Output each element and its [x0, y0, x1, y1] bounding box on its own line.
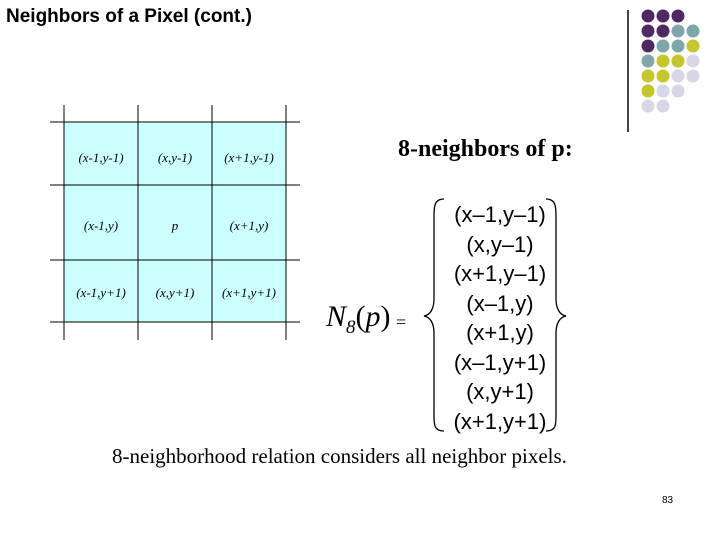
- decorative-dots: [640, 8, 720, 138]
- caption: 8-neighborhood relation considers all ne…: [112, 444, 567, 469]
- decorative-vertical-line: [627, 10, 629, 132]
- decor-dot: [657, 40, 670, 53]
- n8-symbol: N8(p): [326, 300, 391, 339]
- grid-cell: (x-1,y): [64, 216, 138, 236]
- grid-cell: (x+1,y): [212, 216, 286, 236]
- n8-letter: N: [326, 300, 346, 333]
- grid-cell: (x-1,y+1): [64, 283, 138, 303]
- n8-subscript: 8: [346, 317, 356, 338]
- set-item: (x+1,y): [440, 318, 560, 348]
- neighbors-heading: 8-neighbors of p:: [398, 136, 573, 163]
- neighbor-set: (x–1,y–1) (x,y–1) (x+1,y–1) (x–1,y) (x+1…: [440, 200, 560, 436]
- grid-cell-center: p: [138, 216, 212, 236]
- decor-dot: [657, 10, 670, 23]
- open-paren: (: [356, 300, 366, 333]
- decor-dot: [642, 100, 655, 113]
- decor-dot: [672, 10, 685, 23]
- decor-dot: [687, 25, 700, 38]
- decor-dot: [642, 70, 655, 83]
- decor-dot: [642, 40, 655, 53]
- grid-cell: (x+1,y+1): [212, 283, 286, 303]
- set-item: (x,y+1): [440, 377, 560, 407]
- grid-cell: (x,y+1): [138, 283, 212, 303]
- decor-dot: [672, 40, 685, 53]
- grid-cell: (x,y-1): [138, 148, 212, 168]
- decor-dot: [687, 40, 700, 53]
- decor-dot: [642, 55, 655, 68]
- decor-dot: [687, 70, 700, 83]
- set-item: (x,y–1): [440, 230, 560, 260]
- decor-dot: [657, 55, 670, 68]
- decor-dot: [687, 55, 700, 68]
- page-number: 83: [662, 495, 673, 506]
- decor-dot: [657, 85, 670, 98]
- decor-dot: [657, 70, 670, 83]
- slide-title: Neighbors of a Pixel (cont.): [6, 6, 252, 28]
- decor-dot: [672, 25, 685, 38]
- set-item: (x–1,y+1): [440, 348, 560, 378]
- set-item: (x–1,y–1): [440, 200, 560, 230]
- decor-dot: [672, 55, 685, 68]
- decor-dot: [642, 10, 655, 23]
- set-item: (x+1,y+1): [440, 407, 560, 437]
- decor-dot: [642, 85, 655, 98]
- set-item: (x+1,y–1): [440, 259, 560, 289]
- decor-dot: [642, 25, 655, 38]
- pixel-neighborhood-grid: (x-1,y-1) (x,y-1) (x+1,y-1) (x-1,y) p (x…: [40, 100, 300, 340]
- decor-dot: [657, 25, 670, 38]
- equals-sign: =: [396, 312, 406, 333]
- grid-cell: (x+1,y-1): [212, 148, 286, 168]
- set-item: (x–1,y): [440, 289, 560, 319]
- n8-argument: p: [366, 300, 381, 333]
- decor-dot: [672, 85, 685, 98]
- decor-dot: [657, 100, 670, 113]
- close-paren: ): [381, 300, 391, 333]
- decor-dot: [672, 70, 685, 83]
- grid-cell: (x-1,y-1): [64, 148, 138, 168]
